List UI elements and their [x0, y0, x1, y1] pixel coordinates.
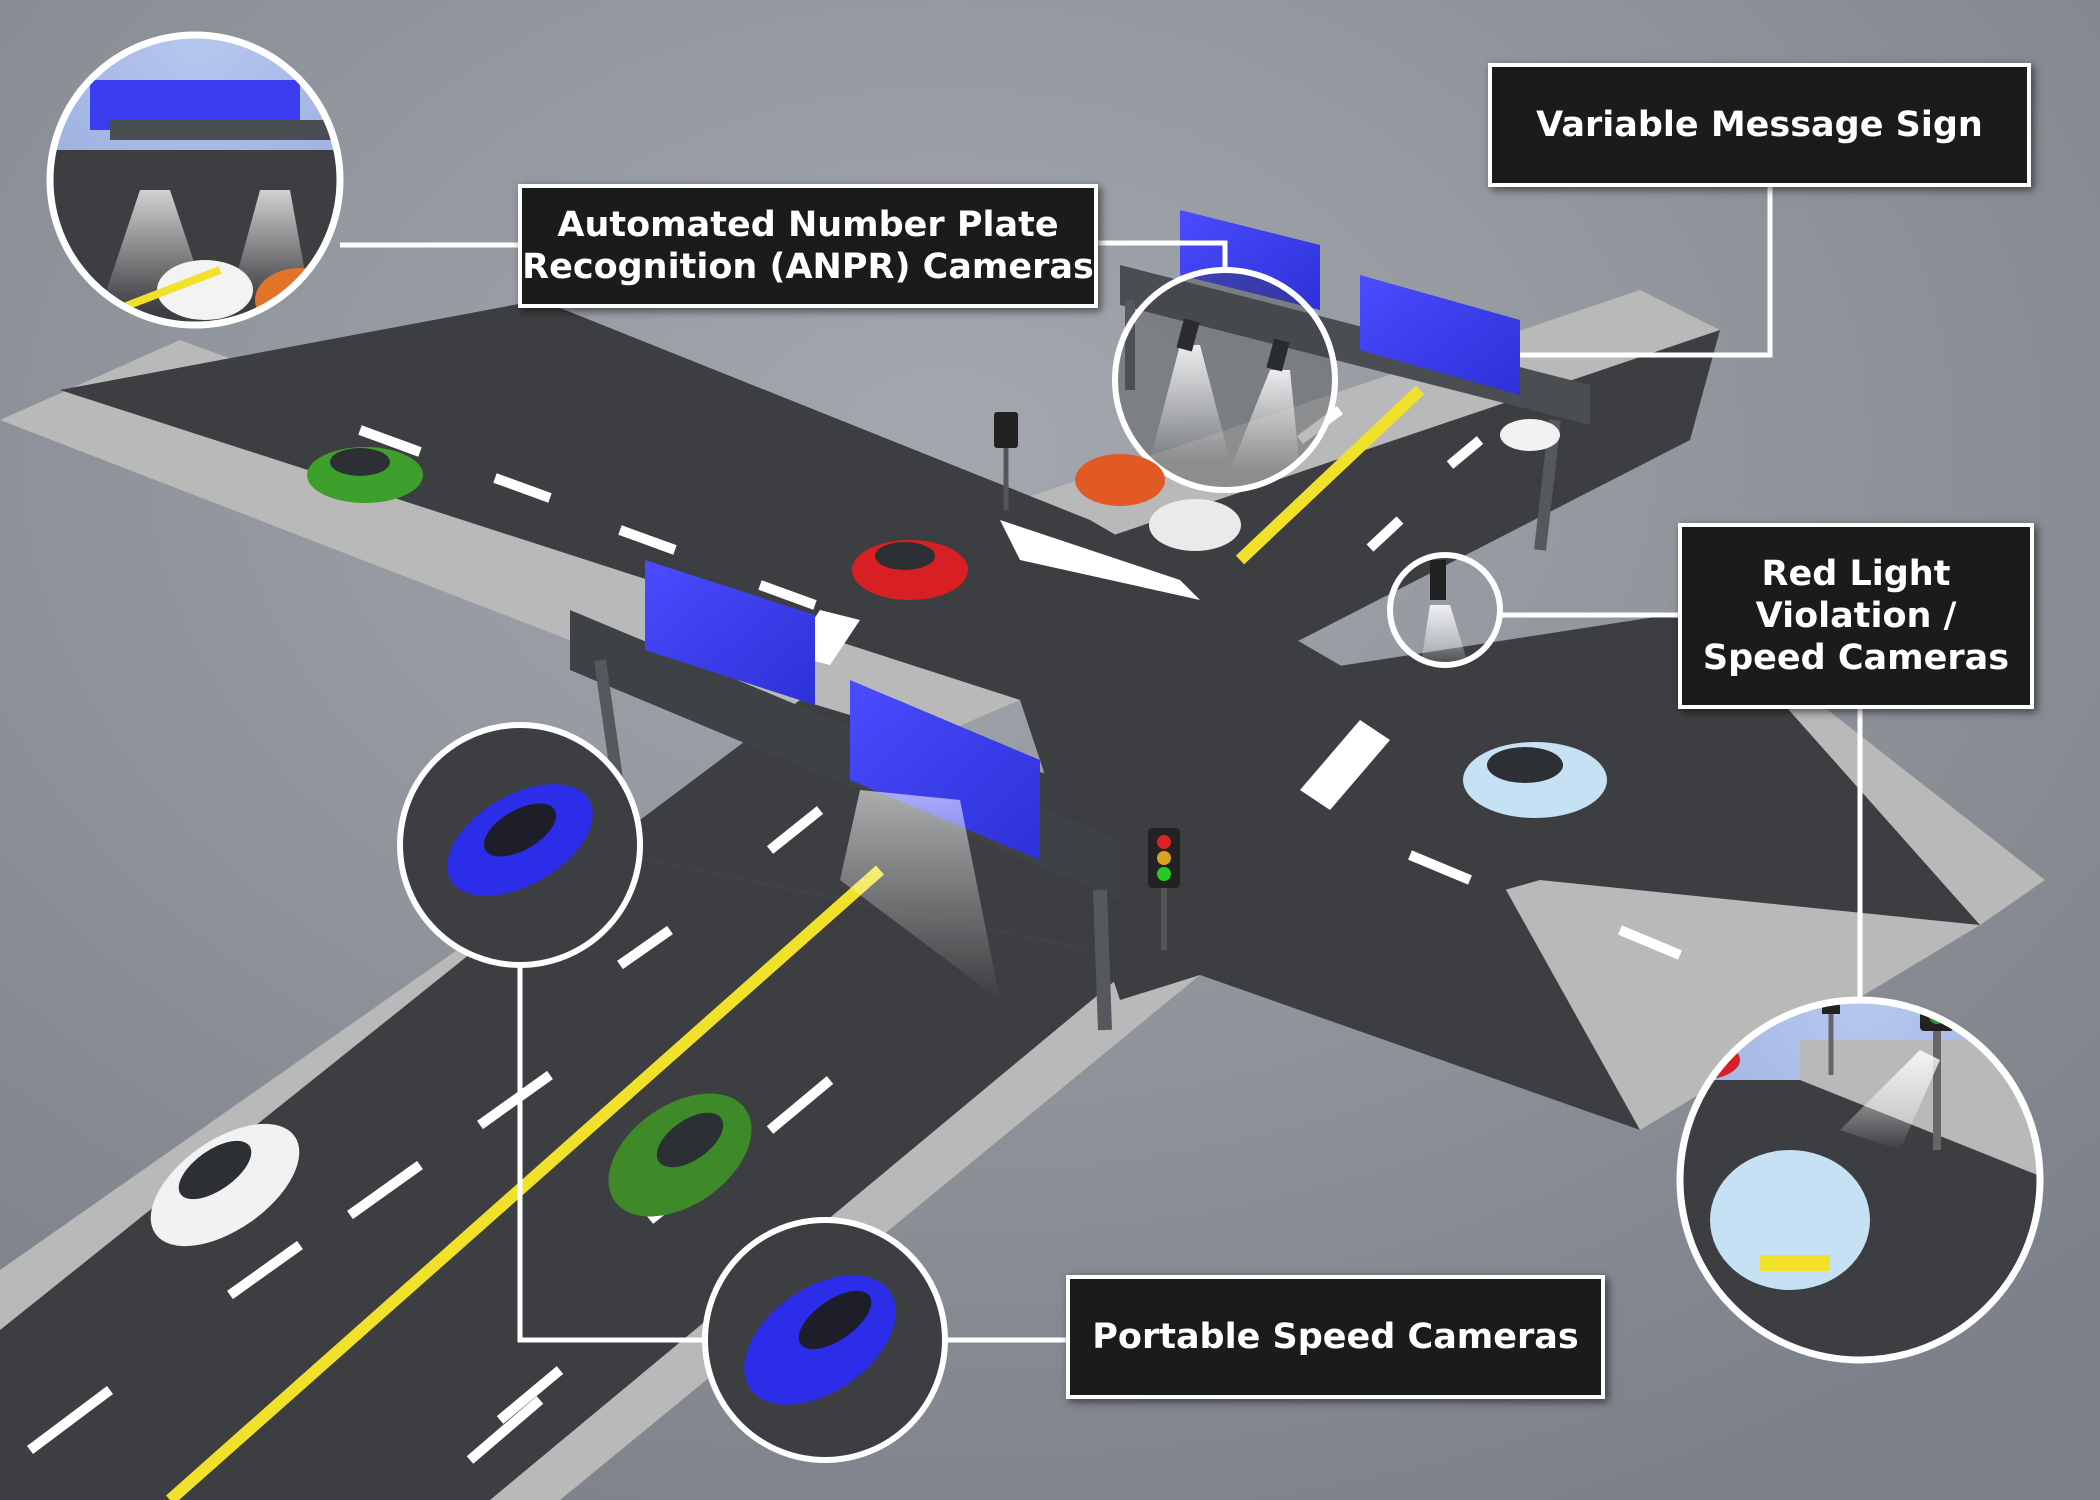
zoom-red-light-small: [1387, 552, 1503, 668]
car-icon: [608, 1093, 752, 1217]
zoom-anpr-cameras: [1112, 267, 1338, 493]
gantry-near: [570, 560, 1120, 1031]
label-portable-speed-cameras: Portable Speed Cameras: [1066, 1275, 1605, 1399]
label-anpr-cameras: Automated Number Plate Recognition (ANPR…: [518, 184, 1098, 308]
car-icon: [1075, 454, 1241, 551]
traffic-light-icon: [1148, 828, 1180, 950]
car-icon: [1463, 742, 1607, 818]
car-icon: [1500, 419, 1560, 451]
label-variable-message-sign: Variable Message Sign: [1488, 63, 2031, 187]
car-icon: [852, 540, 968, 600]
zoom-portable-lower: [702, 1217, 948, 1463]
label-red-light-speed-cameras: Red Light Violation / Speed Cameras: [1678, 523, 2034, 709]
callout-connectors: [340, 185, 1863, 1343]
traffic-light-icon: [994, 412, 1018, 510]
center-lines: [166, 385, 1425, 1500]
car-icon: [150, 1123, 300, 1247]
car-icon: [307, 447, 423, 503]
zoom-portable-upper: [397, 722, 643, 968]
